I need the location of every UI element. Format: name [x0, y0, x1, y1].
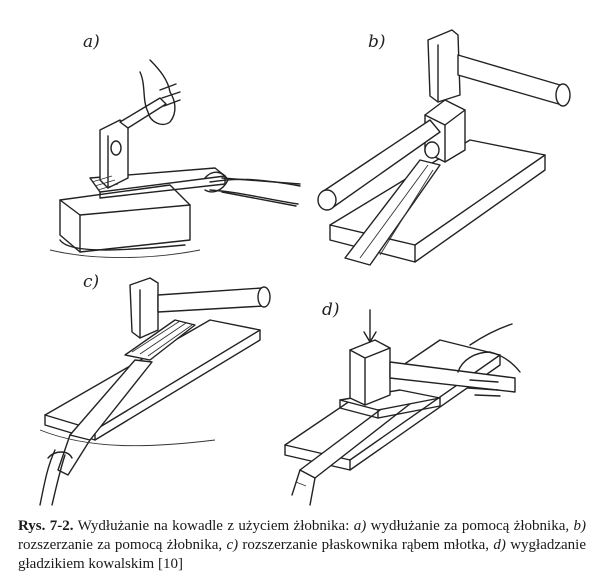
- caption-seg5: wygładzanie gładzikiem kowalskim [10]: [18, 537, 586, 572]
- panel-a-drawing: [49, 59, 301, 259]
- panel-label-c: c): [83, 272, 100, 292]
- panel-label-b: b): [368, 32, 386, 52]
- panel-b-drawing: [317, 29, 571, 266]
- panel-label-a: a): [83, 32, 100, 52]
- caption-c: c): [226, 537, 239, 553]
- figure-caption: Rys. 7-2. Wydłużanie na kowadle z użycie…: [18, 517, 586, 574]
- caption-d: d): [493, 537, 506, 553]
- caption-number: Rys. 7-2.: [18, 518, 74, 534]
- caption-a: a): [353, 518, 367, 534]
- panel-c-drawing: [39, 277, 271, 506]
- illustration: [39, 29, 571, 506]
- caption-seg3: rozszerzanie za pomocą żłobnika,: [18, 537, 227, 553]
- caption-seg4: rozszerzanie płaskownika rąbem młotka,: [238, 537, 494, 553]
- panel-d-drawing: [284, 309, 521, 506]
- caption-seg2: wydłużanie za pomocą żłobnika,: [366, 518, 574, 534]
- caption-b: b): [573, 518, 587, 534]
- panel-label-d: d): [322, 300, 340, 320]
- caption-seg1: Wydłużanie na kowadle z użyciem żłobnika…: [73, 518, 354, 534]
